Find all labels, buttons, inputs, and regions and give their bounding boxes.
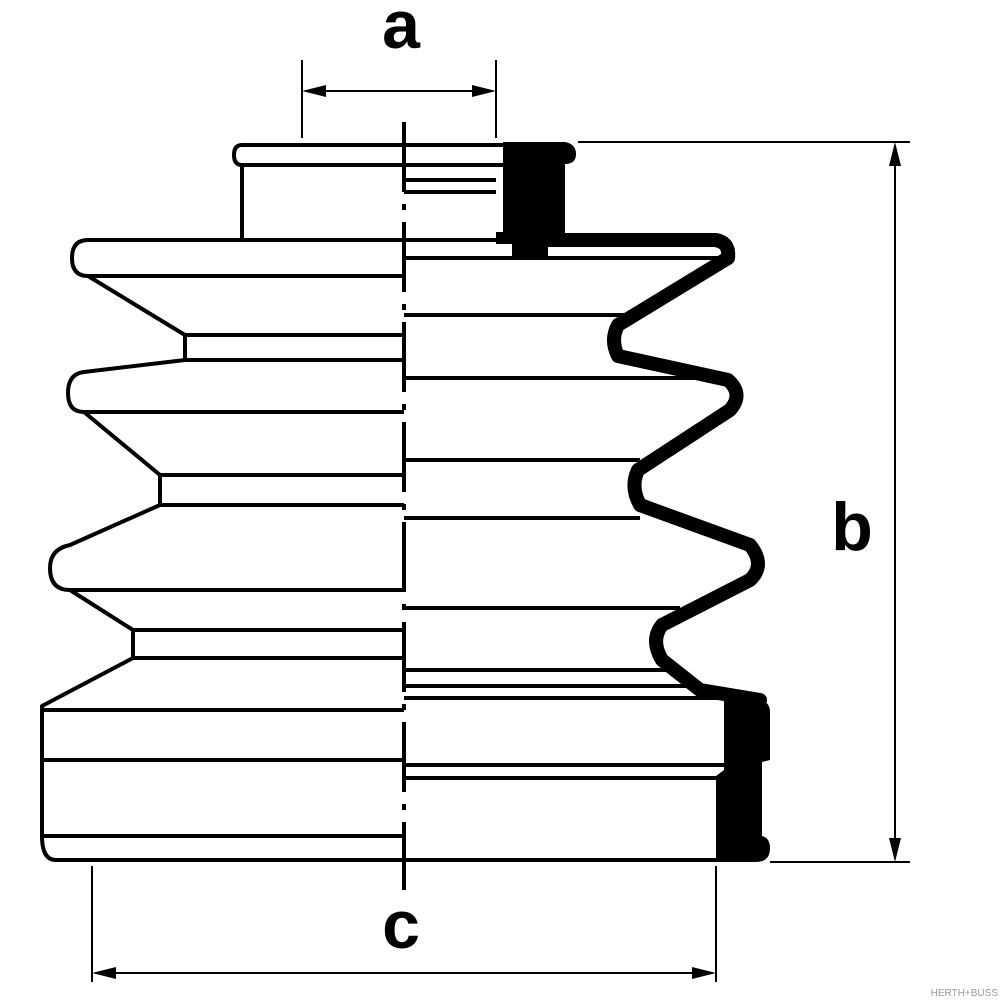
boot-section-wall [541,233,767,707]
large-end-section [716,700,770,862]
bellows-outline [40,238,404,862]
dimension-c-label: c [382,887,420,963]
dimension-a [301,60,497,138]
brand-watermark: HERTH+BUSS [931,988,999,999]
dimension-b [578,141,910,863]
small-end-section [496,142,576,258]
dimension-c [91,866,717,982]
boot-exterior-rings [42,163,404,838]
boot-section-lines [404,143,724,862]
boot-exterior-half [40,143,404,862]
dimension-b-label: b [831,489,873,565]
dimension-a-label: a [382,0,421,63]
small-end-collar [232,143,404,242]
